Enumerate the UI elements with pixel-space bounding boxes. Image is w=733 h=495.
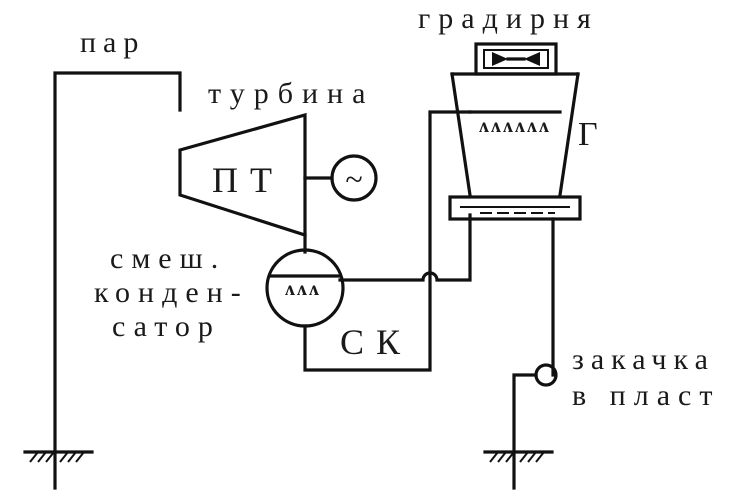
cooling-tower: ʌʌʌʌʌʌ [448,42,582,221]
condenser-nozzles: ʌʌʌ [285,278,321,300]
cooling-water-supply-pipe [338,213,472,282]
condenser-drain-pipe [303,110,472,372]
condenser-code-label: СК [340,322,412,362]
ground-symbol-production-well [23,450,94,463]
cooling-tower-code-label: Г [578,116,598,153]
steam-pipe [53,71,182,490]
injection-label-line2: в пласт [572,379,720,412]
mixing-condenser-label-line2: конден- [94,276,249,309]
mixing-condenser-label-line3: сатор [112,310,221,343]
tower-nozzles: ʌʌʌʌʌʌ [479,115,551,137]
steam-label: пар [80,26,145,59]
generator: ~ [330,154,378,202]
cooling-tower-label: градирня [418,2,599,35]
ground-symbol-injection-well [483,450,554,463]
mixing-condenser-label-line1: смеш. [110,242,226,275]
generator-symbol: ~ [345,161,362,197]
injection-well-pipe [512,373,538,490]
injection-label-line1: закачка [572,343,715,376]
turbine-code-label: ПТ [212,160,284,200]
mixing-condenser: ʌʌʌ [265,248,345,328]
turbine-label: турбина [208,77,374,110]
